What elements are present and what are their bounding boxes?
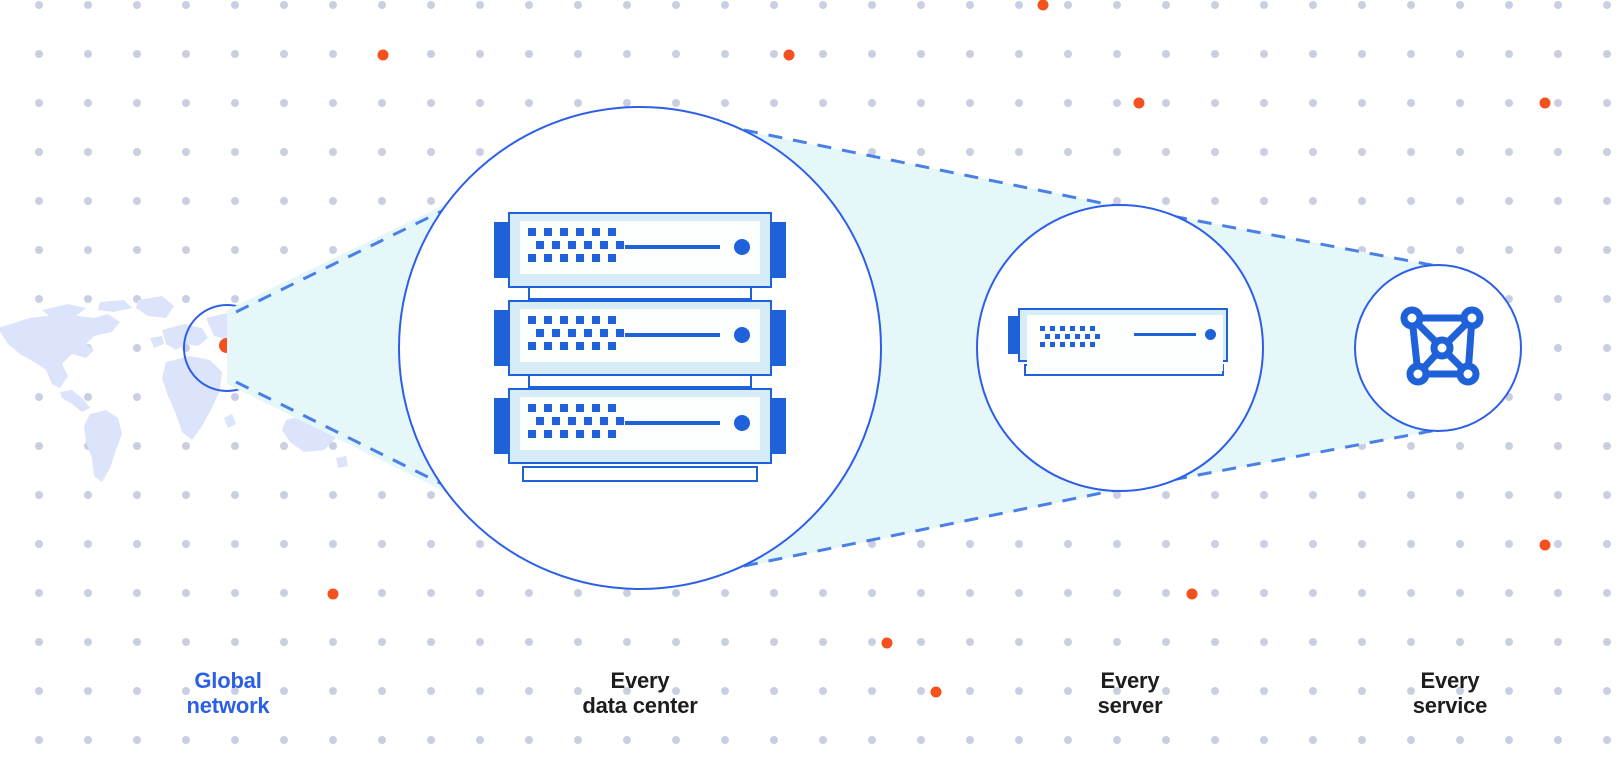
server-unit-led [1205, 329, 1216, 340]
stage-label-service: Every service [1412, 668, 1488, 718]
rack-base [522, 466, 758, 482]
stage-label-data-center: Every data center [582, 668, 698, 718]
server-rack-icon [492, 212, 788, 490]
stage-label-server: Every server [1097, 668, 1163, 718]
rack-shelf [528, 376, 752, 388]
stage-label-global-network: Global network [186, 668, 270, 718]
rack-unit-slot-line [625, 245, 720, 249]
rack-unit-slot-line [625, 333, 720, 337]
rack-unit-led [734, 327, 750, 343]
rack-unit-led [734, 415, 750, 431]
rack-unit [494, 212, 786, 288]
rack-shelf [528, 288, 752, 300]
rack-unit-slot-line [625, 421, 720, 425]
rack-unit-led [734, 239, 750, 255]
rack-unit [494, 300, 786, 376]
server-unit-face [1027, 315, 1223, 371]
rack-unit [494, 388, 786, 464]
network-graph-icon [1400, 306, 1484, 386]
server-unit-icon [1008, 308, 1232, 380]
server-unit-slot-line [1134, 333, 1196, 336]
